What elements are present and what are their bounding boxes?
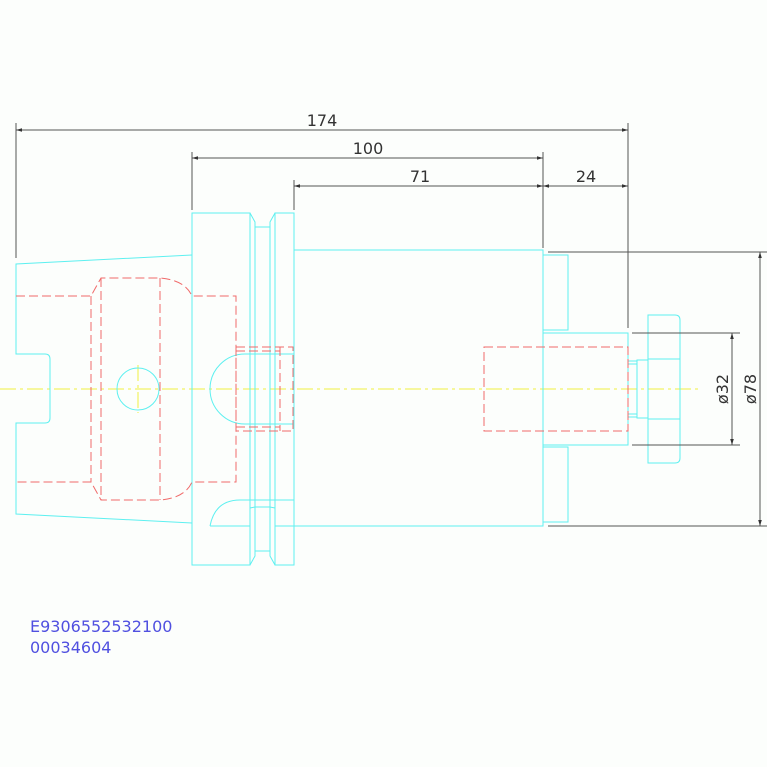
dim-78-text: ø78 bbox=[741, 374, 760, 404]
dim-24-text: 24 bbox=[576, 167, 596, 186]
part-number: E9306552532100 bbox=[30, 617, 173, 636]
dimension-diameter-78: ø78 bbox=[548, 251, 767, 527]
cross-hole bbox=[116, 367, 160, 411]
dim-71-text: 71 bbox=[410, 167, 430, 186]
dim-100-text: 100 bbox=[353, 139, 384, 158]
hidden-lines bbox=[16, 277, 629, 501]
dim-32-text: ø32 bbox=[713, 374, 732, 404]
dimension-24: 24 bbox=[543, 167, 628, 188]
dimension-174: 174 bbox=[15, 111, 629, 328]
dimension-100: 100 bbox=[191, 139, 544, 248]
main-body bbox=[293, 249, 544, 527]
dim-174-text: 174 bbox=[307, 111, 338, 130]
flange bbox=[191, 212, 295, 566]
dimension-71: 71 bbox=[293, 167, 543, 210]
dimension-diameter-32: ø32 bbox=[632, 332, 740, 446]
taper-shank bbox=[15, 254, 193, 524]
item-code: 00034604 bbox=[30, 638, 112, 657]
